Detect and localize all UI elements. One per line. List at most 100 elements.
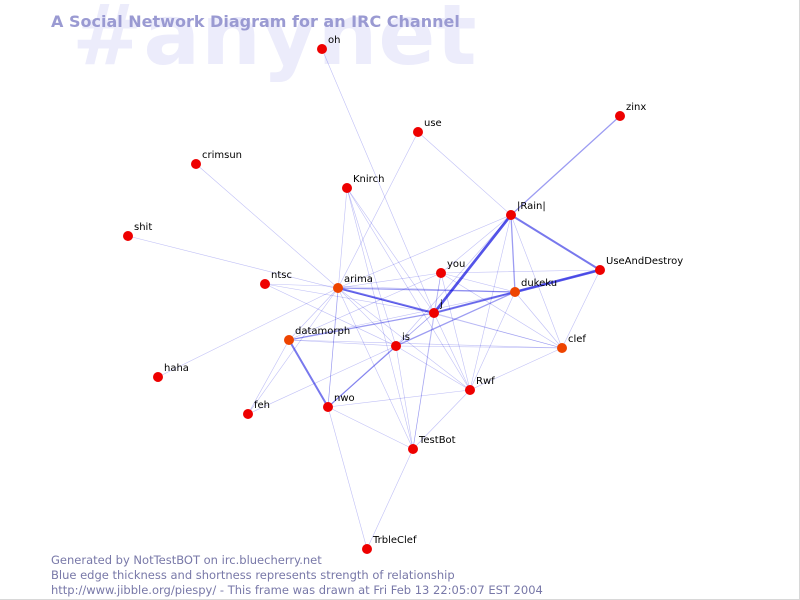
node-dot-TrbleClef <box>362 544 372 554</box>
footer: Generated by NotTestBOT on irc.bluecherr… <box>51 553 543 598</box>
node-label-ntsc: ntsc <box>271 270 292 281</box>
node-nwo: nwo <box>323 393 355 412</box>
edge-Rain-Rwf <box>469 214 512 391</box>
edge-TestBot-TrbleClef <box>366 448 414 550</box>
edge-ntsc-dukeku <box>264 283 516 293</box>
node-label-j: j <box>439 299 443 310</box>
node-label-nwo: nwo <box>334 393 355 404</box>
edge-arima-TestBot <box>337 287 414 450</box>
footer-source-url[interactable]: http://www.jibble.org/piespy/ - This fra… <box>51 583 543 597</box>
edge-Knirch-TestBot <box>346 187 414 450</box>
edge-dukeku-j <box>433 291 516 314</box>
edge-dukeku-is <box>395 291 516 347</box>
node-Rain: |Rain| <box>506 201 546 220</box>
node-dot-zinx <box>615 111 625 121</box>
edge-UseAndDestroy-you <box>440 269 601 274</box>
edge-Knirch-Rwf <box>346 187 471 391</box>
node-TestBot: TestBot <box>408 435 456 454</box>
edge-Rwf-clef <box>469 347 563 391</box>
edge-j-Rwf <box>433 312 471 391</box>
edge-arima-is <box>337 287 397 347</box>
edge-Rain-you <box>440 214 512 274</box>
edge-j-is <box>395 312 435 347</box>
edge-you-Rwf <box>440 272 471 391</box>
node-dot-feh <box>243 409 253 419</box>
node-dot-haha <box>153 372 163 382</box>
node-dot-Rwf <box>465 385 475 395</box>
edge-j-datamorph <box>288 312 435 341</box>
edge-arima-dukeku <box>337 287 516 293</box>
node-dot-arima <box>333 283 343 293</box>
edge-use-Rain <box>417 131 512 216</box>
edge-Rwf-TestBot <box>412 389 471 450</box>
edge-Rain-clef <box>510 214 563 349</box>
edge-nwo-TrbleClef <box>327 406 368 550</box>
node-label-Rwf: Rwf <box>476 376 495 387</box>
edge-UseAndDestroy-clef <box>561 269 601 349</box>
node-j: j <box>429 299 443 318</box>
node-label-haha: haha <box>164 363 189 374</box>
edge-arima-Rwf <box>337 287 471 391</box>
node-dot-nwo <box>323 402 333 412</box>
edge-Rain-j <box>432 213 513 315</box>
edge-Rain-UseAndDestroy <box>510 214 601 271</box>
edge-UseAndDestroy-dukeku <box>513 268 602 294</box>
node-label-you: you <box>447 259 465 270</box>
edge-oh-j <box>321 48 435 314</box>
node-label-UseAndDestroy: UseAndDestroy <box>606 256 683 267</box>
edge-datamorph-clef <box>288 339 563 349</box>
edges-layer <box>127 48 621 550</box>
edge-arima-haha <box>157 287 339 378</box>
node-TrbleClef: TrbleClef <box>362 535 417 554</box>
node-datamorph: datamorph <box>284 326 350 345</box>
node-dot-ntsc <box>260 279 270 289</box>
edge-is-Rwf <box>395 345 471 391</box>
node-label-zinx: zinx <box>626 102 646 113</box>
edge-crimsun-arima <box>195 163 339 289</box>
edge-dukeku-clef <box>514 291 563 349</box>
node-dot-shit <box>123 231 133 241</box>
node-Rwf: Rwf <box>465 376 495 395</box>
node-dukeku: dukeku <box>510 278 557 297</box>
footer-legend-note: Blue edge thickness and shortness repres… <box>51 568 455 582</box>
edge-is-feh <box>247 345 397 415</box>
edge-datamorph-nwo <box>288 339 329 408</box>
edge-arima-j <box>337 287 435 314</box>
node-dot-UseAndDestroy <box>595 265 605 275</box>
node-label-TestBot: TestBot <box>418 435 456 446</box>
node-zinx: zinx <box>615 102 646 121</box>
diagram-title: A Social Network Diagram for an IRC Chan… <box>51 12 460 31</box>
channel-watermark: #anynet <box>72 0 478 84</box>
edge-dukeku-datamorph <box>288 291 516 341</box>
node-label-crimsun: crimsun <box>202 150 242 161</box>
node-dot-dukeku <box>510 287 520 297</box>
node-label-dukeku: dukeku <box>521 278 557 289</box>
node-label-is: is <box>402 332 410 343</box>
edge-is-clef <box>395 345 563 349</box>
edge-ntsc-j <box>264 283 435 314</box>
edge-you-datamorph <box>288 272 442 341</box>
node-feh: feh <box>243 400 270 419</box>
edge-j-nwo <box>327 312 435 408</box>
node-arima: arima <box>333 274 373 293</box>
node-crimsun: crimsun <box>191 150 242 169</box>
edge-is-TestBot <box>395 345 414 450</box>
edge-datamorph-is <box>288 339 397 347</box>
edge-use-arima <box>337 131 419 289</box>
node-you: you <box>436 259 465 278</box>
edge-arima-you <box>337 272 442 289</box>
node-shit: shit <box>123 222 152 241</box>
edge-dukeku-Rwf <box>469 291 516 391</box>
edge-Rain-dukeku <box>510 214 516 293</box>
node-UseAndDestroy: UseAndDestroy <box>595 256 683 275</box>
edge-j-clef <box>433 312 563 349</box>
edge-Rwf-nwo <box>327 389 471 408</box>
edge-Knirch-j <box>346 187 435 314</box>
edge-arima-clef <box>337 287 563 349</box>
node-label-shit: shit <box>134 222 152 233</box>
node-is: is <box>391 332 410 351</box>
node-dot-crimsun <box>191 159 201 169</box>
edge-zinx-Rain <box>510 115 621 216</box>
node-label-TrbleClef: TrbleClef <box>372 535 417 546</box>
